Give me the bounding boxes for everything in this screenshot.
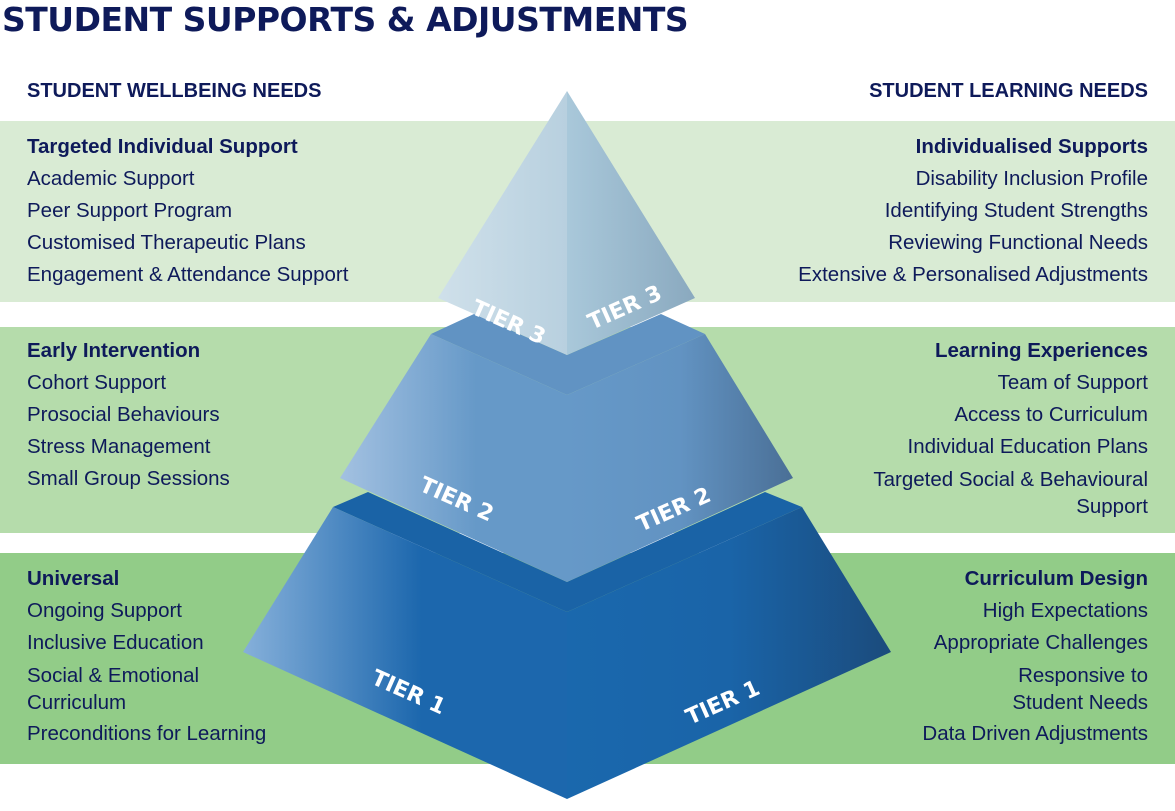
tier1-left-face [243, 507, 567, 799]
block-heading: Individualised Supports [915, 135, 1148, 158]
list-item: Identifying Student Strengths [884, 199, 1148, 222]
wellbeing-heading: STUDENT WELLBEING NEEDS [27, 80, 322, 102]
list-item: Ongoing Support [27, 599, 183, 622]
list-item: High Expectations [982, 599, 1148, 622]
learning-heading: STUDENT LEARNING NEEDS [869, 80, 1148, 102]
list-item: Team of Support [997, 371, 1148, 394]
list-item: Appropriate Challenges [933, 631, 1148, 654]
tier2-learning-block: Learning Experiences Team of Support Acc… [848, 335, 1148, 522]
tier1-collar [333, 492, 802, 612]
tier2-right-face [567, 334, 793, 582]
block-heading: Curriculum Design [964, 567, 1148, 590]
block-heading: Learning Experiences [934, 339, 1148, 362]
tier3-learning-block: Individualised Supports Disability Inclu… [798, 131, 1148, 291]
tier2-left-face [340, 334, 567, 582]
list-item: Peer Support Program [27, 199, 233, 222]
list-item: Engagement & Attendance Support [27, 263, 349, 286]
list-item: Stress Management [27, 435, 211, 458]
page-title: STUDENT SUPPORTS & ADJUSTMENTS [2, 0, 689, 39]
list-item: Academic Support [27, 167, 195, 190]
list-item: Preconditions for Learning [27, 722, 267, 745]
list-item: Targeted Social & Behavioural Support [873, 468, 1148, 518]
list-item: Cohort Support [27, 371, 167, 394]
tier1-wellbeing-block: Universal Ongoing Support Inclusive Educ… [27, 563, 267, 750]
tier3-wellbeing-block: Targeted Individual Support Academic Sup… [27, 131, 348, 291]
list-item: Disability Inclusion Profile [915, 167, 1148, 190]
block-heading: Universal [27, 567, 120, 590]
list-item: Prosocial Behaviours [27, 403, 220, 426]
list-item: Responsive to Student Needs [1012, 664, 1148, 714]
list-item: Access to Curriculum [954, 403, 1148, 426]
tier1-right-face [567, 507, 891, 799]
tier1-learning-block: Curriculum Design High Expectations Appr… [898, 563, 1148, 750]
block-heading: Targeted Individual Support [27, 135, 298, 158]
list-item: Small Group Sessions [27, 467, 230, 490]
list-item: Data Driven Adjustments [922, 722, 1148, 745]
list-item: Extensive & Personalised Adjustments [798, 263, 1148, 286]
tier3-left-face [438, 91, 567, 355]
list-item: Inclusive Education [27, 631, 204, 654]
list-item: Social & Emotional Curriculum [27, 664, 200, 714]
tier2-collar [431, 314, 705, 395]
list-item: Individual Education Plans [907, 435, 1148, 458]
tier2-wellbeing-block: Early Intervention Cohort Support Prosoc… [27, 335, 230, 495]
block-heading: Early Intervention [27, 339, 201, 362]
list-item: Customised Therapeutic Plans [27, 231, 306, 254]
tier3-right-face [567, 91, 695, 355]
list-item: Reviewing Functional Needs [888, 231, 1148, 254]
